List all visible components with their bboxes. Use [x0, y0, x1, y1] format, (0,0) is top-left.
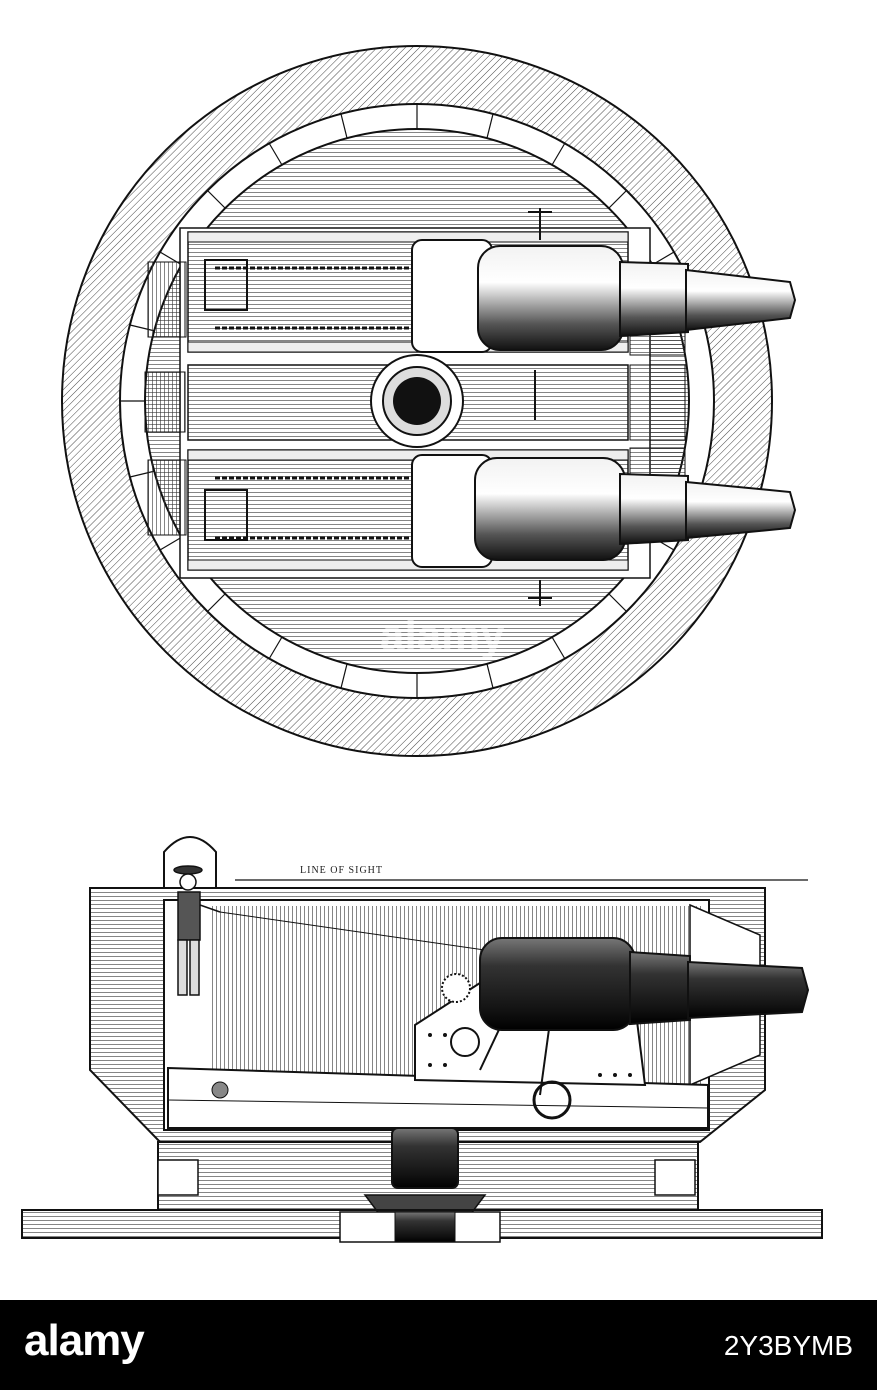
line-of-sight-label: LINE OF SIGHT — [300, 865, 383, 876]
image-id: 2Y3BYMB — [723, 1330, 853, 1361]
brand-logo[interactable]: alamy — [24, 1316, 145, 1365]
lower-gun-plan — [474, 457, 797, 561]
sailor-figure — [173, 865, 221, 996]
upper-gun-plan — [477, 245, 797, 351]
turret-side-section: LINE OF SIGHT — [21, 836, 823, 1243]
engraving-plate: alamy LINE OF SIGHT — [21, 45, 823, 1243]
pivot-column — [391, 1127, 459, 1189]
stock-footer-bar: alamy 2Y3BYMB — [0, 1300, 877, 1390]
turret-plan-view: alamy — [61, 45, 797, 757]
sighting-hood — [163, 836, 217, 889]
watermark: alamy — [380, 611, 505, 660]
gun-side-view — [479, 937, 810, 1031]
training-handwheel — [532, 1080, 572, 1120]
